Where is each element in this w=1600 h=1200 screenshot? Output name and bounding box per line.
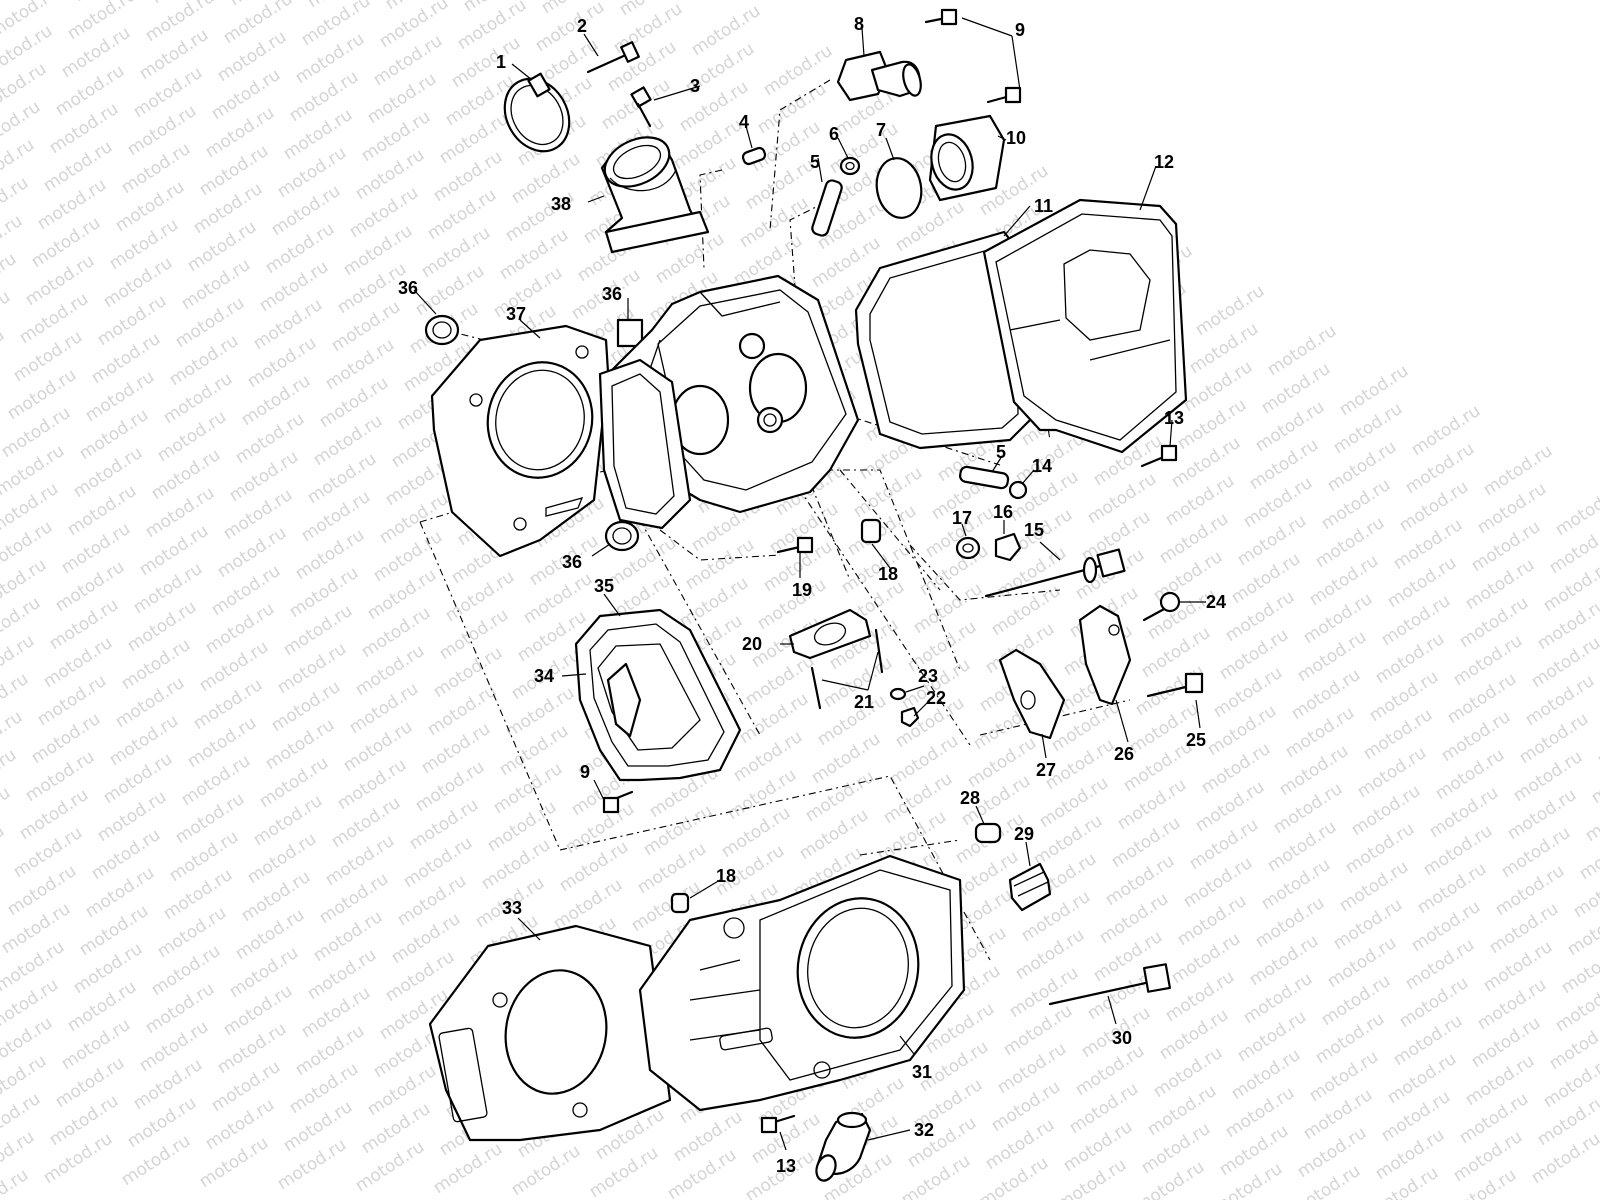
label-15: 15: [1024, 520, 1044, 540]
label-18-mid: 18: [878, 564, 898, 584]
clamp-screw: [586, 41, 640, 74]
stud-right: [874, 628, 884, 674]
label-19: 19: [792, 580, 812, 600]
label-5-top: 5: [810, 152, 820, 172]
dowel-mid: [860, 518, 882, 544]
label-14: 14: [1032, 456, 1052, 476]
intake-seal-lower: [604, 520, 640, 552]
label-31: 31: [912, 1062, 932, 1082]
label-12: 12: [1154, 152, 1174, 172]
label-2: 2: [577, 16, 587, 36]
intake-seal-left: [424, 314, 460, 346]
outlet-elbow: [815, 1111, 872, 1182]
washer: [955, 536, 981, 560]
small-nut: [900, 706, 920, 728]
water-fitting: [1008, 862, 1052, 912]
label-36-left: 36: [398, 278, 418, 298]
label-13-lower: 13: [776, 1156, 796, 1176]
valve-cover: [982, 198, 1188, 454]
label-9-top: 9: [1015, 20, 1025, 40]
part-labels: 1 2 3 4 5 6 7 8 9 10 11 12 13 36 37 36 3…: [398, 14, 1226, 1176]
valve-seal: [839, 156, 861, 176]
bolt-lower: [760, 1114, 796, 1134]
cylinder-block: [638, 854, 966, 1112]
stud-left: [810, 666, 822, 710]
intake-seal-mid: [616, 318, 644, 348]
bracket-right: [1078, 604, 1132, 706]
small-washer: [889, 687, 907, 701]
bracket-bolt: [1142, 591, 1181, 622]
label-16: 16: [993, 502, 1013, 522]
cover-bolt: [1140, 444, 1178, 468]
label-9-lower: 9: [580, 762, 590, 782]
label-37: 37: [506, 304, 526, 324]
label-21: 21: [854, 692, 874, 712]
label-3: 3: [690, 76, 700, 96]
cylinder-bolt: [1048, 963, 1172, 1006]
head-gasket-upper: [430, 324, 610, 558]
label-11: 11: [1034, 196, 1053, 216]
label-23: 23: [918, 666, 938, 686]
label-8: 8: [854, 14, 864, 34]
manifold-bolt: [630, 86, 652, 128]
side-gasket: [598, 358, 692, 530]
label-25: 25: [1186, 730, 1206, 750]
nut: [994, 532, 1022, 562]
label-34: 34: [534, 666, 554, 686]
head-bolt: [984, 548, 1126, 598]
screw-top-2: [986, 86, 1022, 104]
label-32: 32: [914, 1120, 934, 1140]
label-35: 35: [594, 576, 614, 596]
leader-lines: [413, 17, 1206, 1151]
hose-clamp: [503, 72, 571, 153]
label-13-right: 13: [1164, 408, 1184, 428]
screw-top: [924, 8, 958, 26]
intake-manifold: [600, 136, 710, 254]
label-27: 27: [1036, 760, 1056, 780]
label-6: 6: [829, 124, 839, 144]
coolant-elbow: [836, 50, 922, 102]
side-cover: [574, 608, 742, 782]
label-30: 30: [1112, 1028, 1132, 1048]
label-29: 29: [1014, 824, 1034, 844]
mount-bolt: [1146, 672, 1204, 698]
label-26: 26: [1114, 744, 1134, 764]
label-36-mid: 36: [602, 284, 622, 304]
label-10: 10: [1006, 128, 1026, 148]
label-20: 20: [742, 634, 762, 654]
label-33: 33: [502, 898, 522, 918]
label-1: 1: [496, 52, 506, 72]
dowel-lower: [670, 892, 690, 914]
label-22: 22: [926, 688, 946, 708]
bracket-left: [998, 648, 1066, 740]
valve-guide: [811, 179, 843, 237]
label-7: 7: [876, 120, 886, 140]
watermark-text: motod.ru: [1594, 711, 1600, 770]
label-5-right: 5: [996, 442, 1006, 462]
label-24: 24: [1206, 592, 1226, 612]
label-36-lower: 36: [562, 552, 582, 572]
flange-gasket: [788, 608, 872, 660]
label-38: 38: [551, 194, 571, 214]
screw-lower: [602, 790, 634, 814]
dowel-bottom: [974, 822, 1002, 844]
label-28: 28: [960, 788, 980, 808]
watermark-text: motod.ru: [0, 1165, 32, 1200]
dowel-pin: [741, 146, 767, 166]
watermark-text: motod.ru: [0, 325, 8, 384]
small-bolt: [776, 536, 814, 554]
thermostat-housing: [928, 114, 1006, 202]
label-17: 17: [952, 508, 972, 528]
valve-guide-2: [958, 465, 1010, 490]
base-gasket: [428, 924, 672, 1142]
label-4: 4: [739, 112, 749, 132]
label-18-lower: 18: [716, 866, 736, 886]
valve-seal-2: [1008, 480, 1028, 500]
watermark-text: motod.ru: [0, 821, 8, 880]
